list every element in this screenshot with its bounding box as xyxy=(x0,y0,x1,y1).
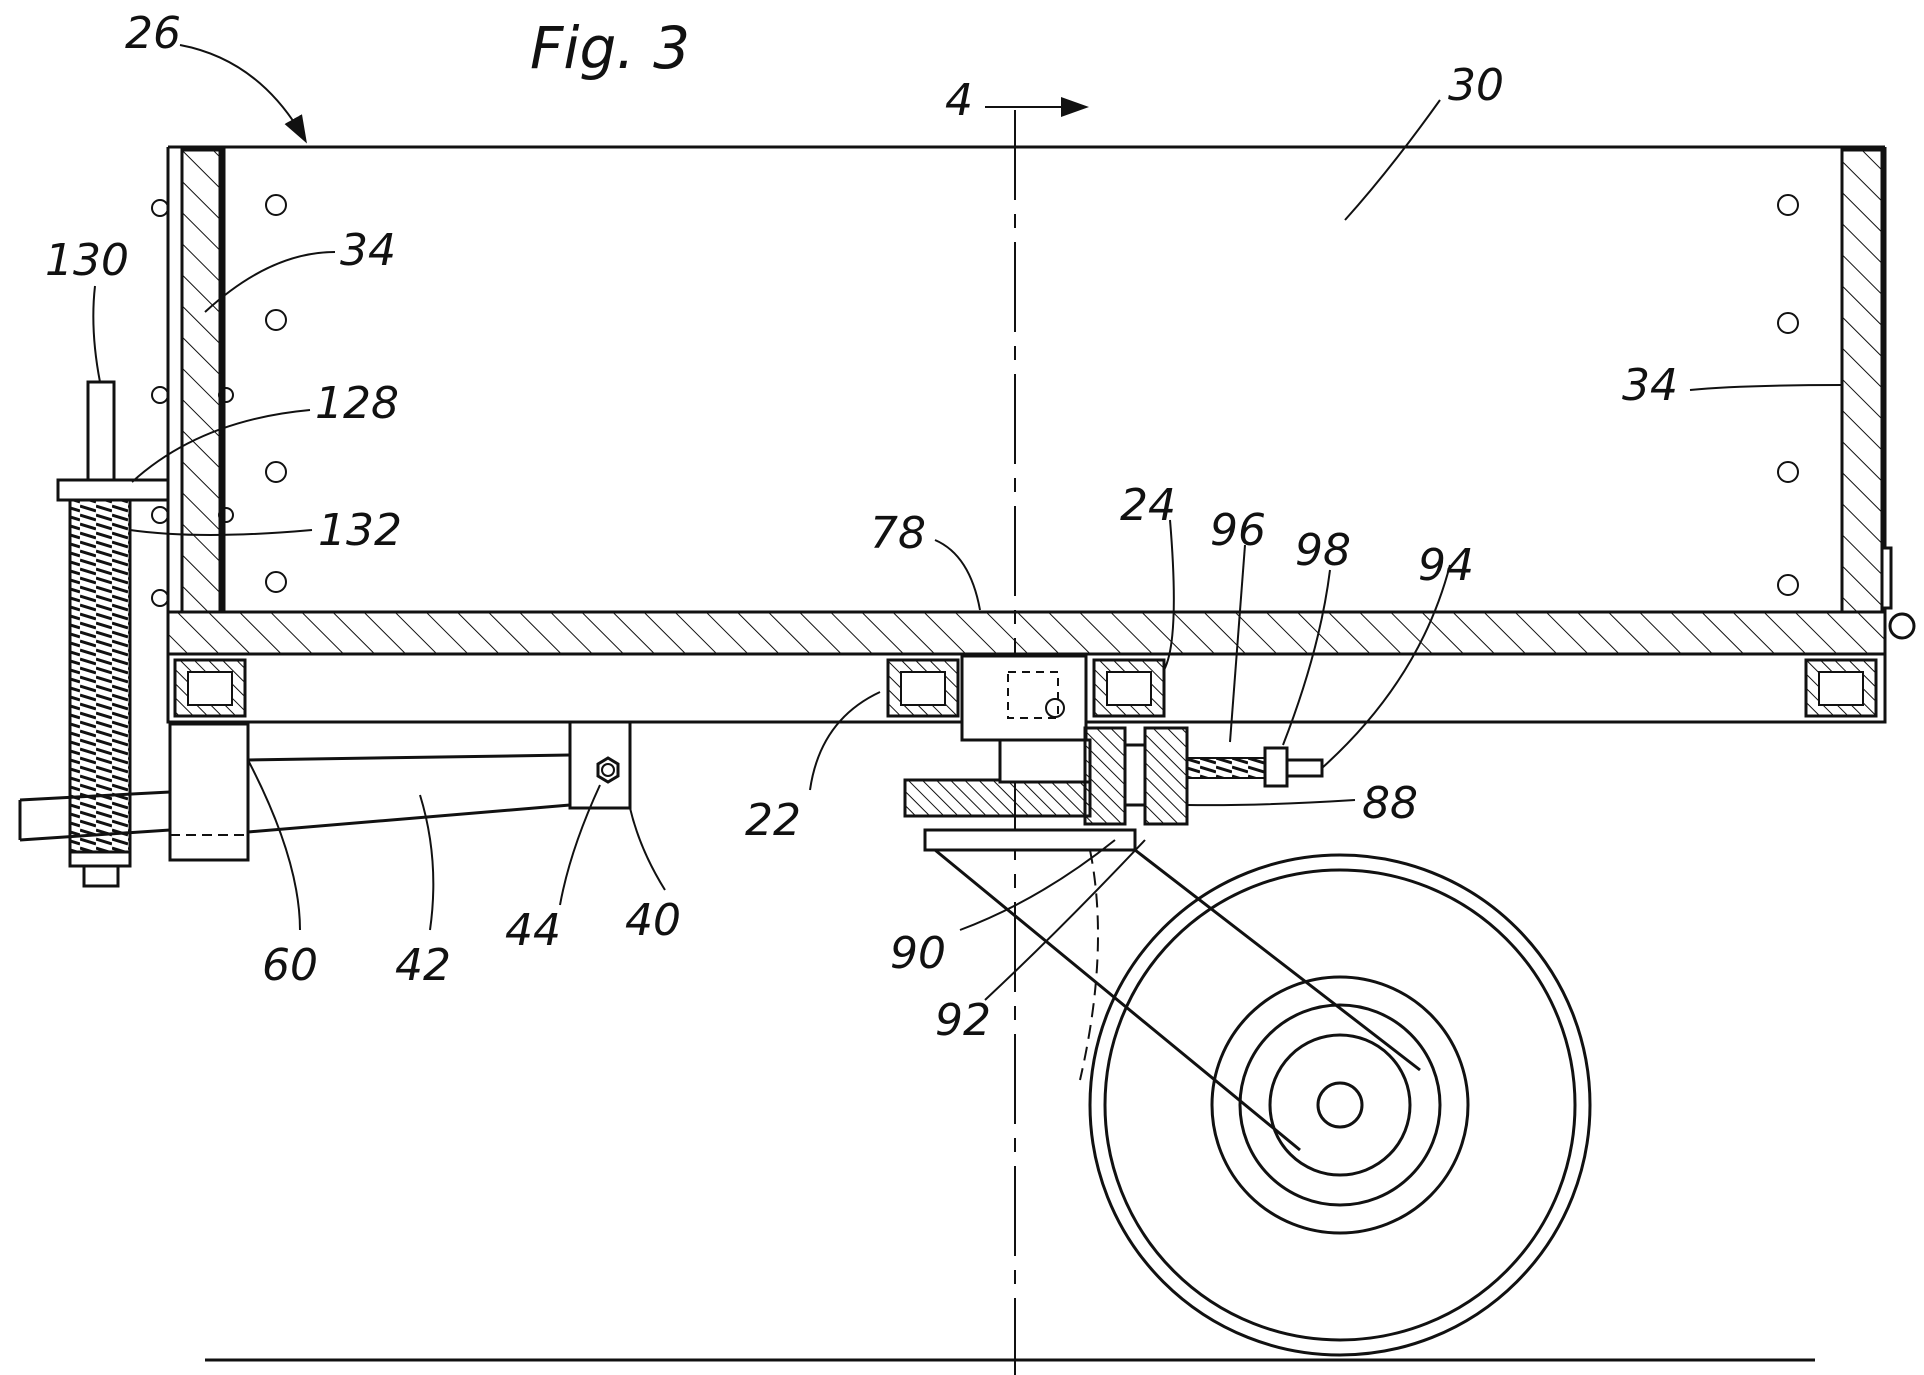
under-frame xyxy=(166,652,1887,742)
label-40: 40 xyxy=(625,895,681,946)
label-44: 44 xyxy=(505,905,561,956)
label-130: 130 xyxy=(45,235,129,286)
frame-tube-24 xyxy=(1092,658,1166,718)
adjuster-screw xyxy=(1186,746,1324,788)
rivet-holes xyxy=(151,194,1799,607)
caster-assembly xyxy=(903,726,1592,1357)
label-26: 26 xyxy=(125,8,181,59)
leader-lines xyxy=(92,44,1843,1001)
hitch-arm xyxy=(18,720,632,862)
label-96: 96 xyxy=(1210,505,1266,556)
label-22: 22 xyxy=(745,795,801,846)
reference-labels: Fig. 3 26 4 30 34 34 130 128 132 78 24 9… xyxy=(45,8,1678,1046)
label-34-right: 34 xyxy=(1622,360,1678,411)
label-60: 60 xyxy=(262,940,318,991)
label-132: 132 xyxy=(318,505,402,556)
floor xyxy=(166,610,1887,656)
label-92: 92 xyxy=(935,995,991,1046)
label-78: 78 xyxy=(870,508,926,559)
bracket-78 xyxy=(960,654,1088,742)
label-94: 94 xyxy=(1418,540,1474,591)
frame-tube-right xyxy=(1804,658,1878,718)
label-90: 90 xyxy=(890,928,946,979)
label-24: 24 xyxy=(1120,480,1176,531)
right-wall xyxy=(1840,148,1884,614)
label-4: 4 xyxy=(945,75,973,126)
left-wall xyxy=(180,148,226,614)
label-30: 30 xyxy=(1448,60,1504,111)
latch xyxy=(1880,546,1916,640)
frame-tube-left xyxy=(173,658,247,718)
frame-tube-22 xyxy=(886,658,960,718)
label-34-left: 34 xyxy=(340,225,396,276)
label-42: 42 xyxy=(395,940,451,991)
cart-box xyxy=(151,145,1916,656)
label-128: 128 xyxy=(315,378,399,429)
gear xyxy=(903,778,1092,818)
figure-title: Fig. 3 xyxy=(530,14,690,82)
label-98: 98 xyxy=(1295,525,1351,576)
spring-assembly xyxy=(56,380,170,888)
label-88: 88 xyxy=(1362,778,1418,829)
